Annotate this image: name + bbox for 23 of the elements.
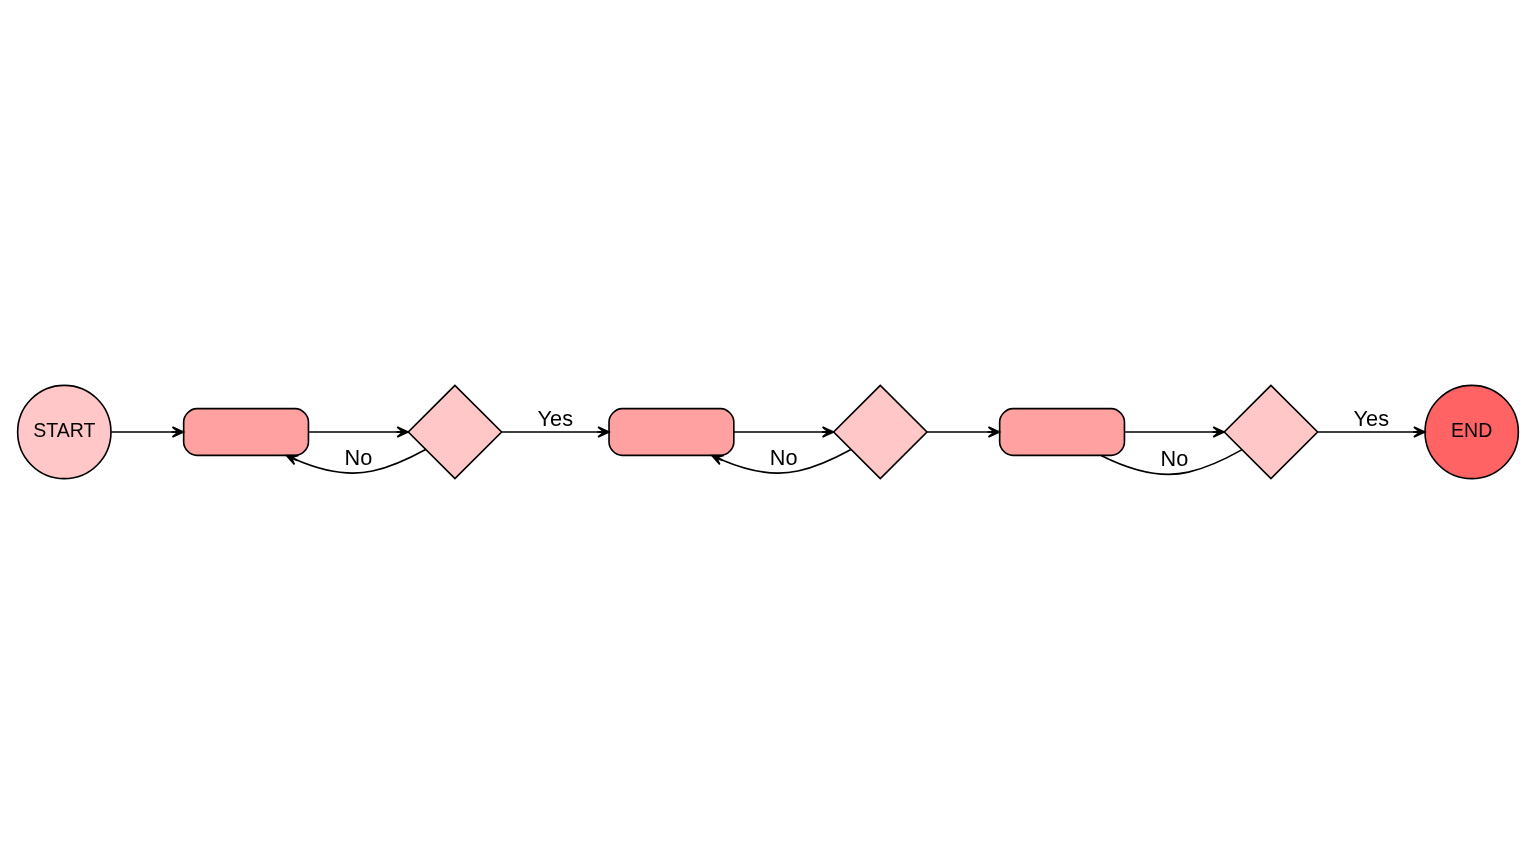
arrow: [501, 426, 610, 438]
edge-label: No: [1160, 445, 1189, 471]
arrow: [711, 448, 852, 474]
node-diamond: [832, 384, 929, 480]
arrow: [733, 426, 835, 438]
arrow: [926, 426, 1001, 438]
node-circle: END: [1424, 384, 1520, 480]
arrow: [110, 426, 185, 438]
node-box: [608, 407, 735, 457]
edge-label: No: [769, 444, 798, 470]
arrow: [285, 448, 427, 474]
edge-label: Yes: [1353, 405, 1390, 431]
arrow: [1123, 426, 1225, 438]
node-diamond: [1223, 384, 1319, 480]
node-box: [182, 407, 310, 457]
node-diamond: [407, 384, 503, 480]
node-circle: START: [16, 384, 112, 480]
arrow: [307, 426, 409, 438]
edge-label: No: [344, 444, 373, 470]
arrow: [1317, 426, 1426, 438]
node-box: [998, 407, 1126, 457]
edge-label: Yes: [537, 405, 574, 431]
connector: [1100, 449, 1243, 476]
